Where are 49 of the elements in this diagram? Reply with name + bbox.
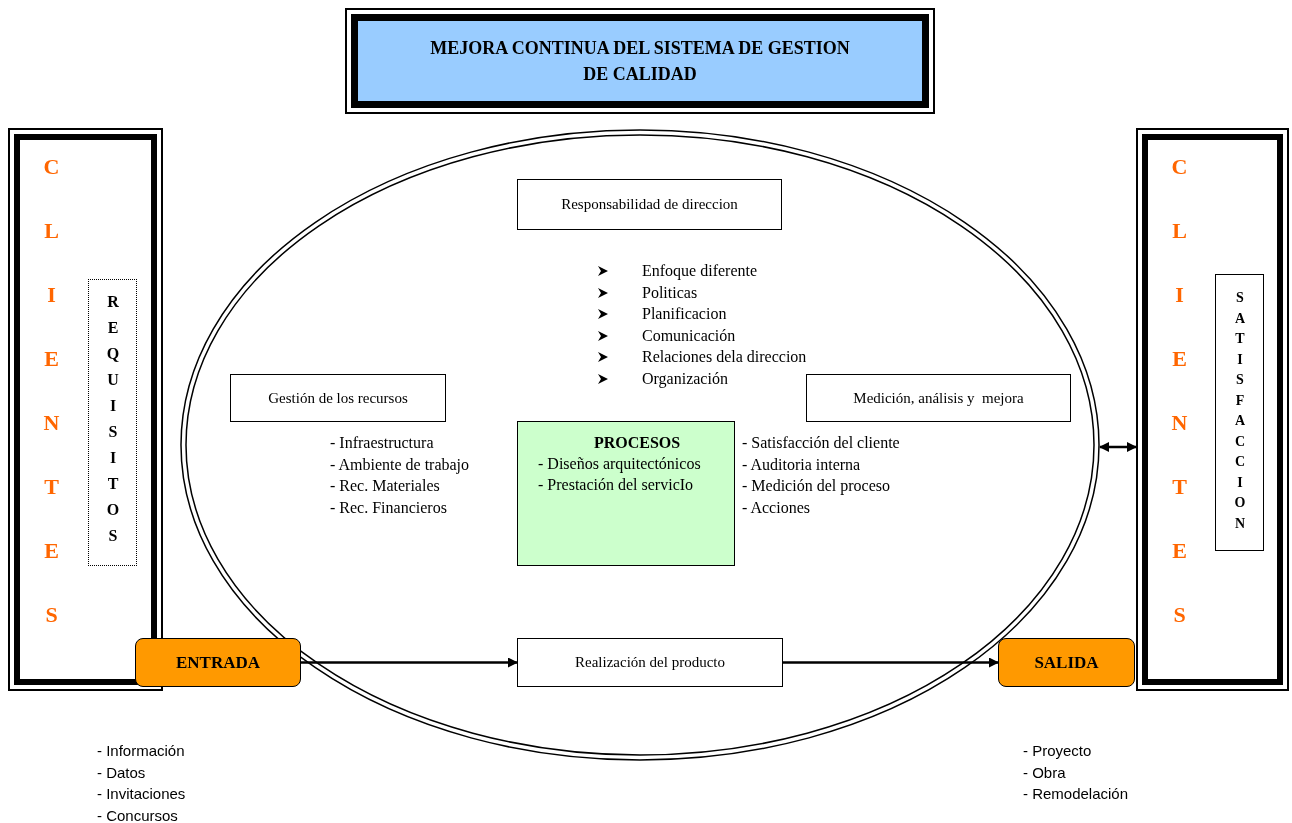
list-item: Planificacion	[642, 305, 727, 323]
process-box	[230, 374, 446, 422]
process-box	[517, 179, 782, 230]
process-box	[517, 638, 783, 687]
node-label: CLIENTES	[40, 153, 62, 666]
list-item: Organización	[642, 369, 728, 388]
list-item: - Rec. Materiales	[330, 477, 440, 495]
list-item: - Remodelación	[1023, 785, 1129, 803]
node-label: CLIENTES	[1168, 153, 1190, 666]
clients-panel	[1136, 128, 1289, 691]
list-item: - Acciones	[742, 498, 810, 517]
list-item: - Ambiente de trabajo	[330, 455, 470, 474]
node-label: REQUISITOS	[104, 292, 121, 553]
list-item: Enfoque diferente	[642, 262, 758, 280]
node-label: Responsabilidad de direccion	[561, 196, 738, 213]
node-label: Realización del producto	[575, 654, 725, 671]
process-box	[517, 421, 735, 566]
list-item: - Infraestructura	[330, 434, 434, 452]
list-item: - Proyecto	[1023, 742, 1092, 760]
input-output-box	[135, 638, 301, 687]
list-item: - Satisfacción del cliente	[742, 434, 900, 452]
satisfaction-box	[1215, 274, 1264, 551]
node-label: ENTRADA	[175, 652, 261, 673]
node-label: SATISFACCION	[1232, 289, 1247, 536]
requirements-box	[88, 279, 137, 566]
list-item: - Rec. Financieros	[330, 498, 447, 517]
list-item: Comunicación	[642, 326, 736, 345]
node-label: MEJORA CONTINUA DEL SISTEMA DE GESTION DE CALIDAD	[430, 37, 850, 86]
body-text: - Prestación del servicIo	[538, 475, 694, 495]
list-item: - Obra	[1023, 763, 1066, 782]
arrow	[1099, 442, 1137, 452]
body-text: - Diseños arquitectónicos	[538, 454, 701, 474]
input-output-box	[998, 638, 1135, 687]
arrow	[783, 657, 999, 668]
arrow	[301, 657, 518, 668]
list-item: - Concursos	[97, 806, 178, 823]
heading-text: PROCESOS	[593, 433, 681, 453]
list-item: - Invitaciones	[97, 785, 186, 803]
title-box	[345, 8, 935, 114]
list-item: - Datos	[97, 763, 146, 782]
process-box	[806, 374, 1071, 422]
clients-panel	[8, 128, 163, 691]
node-label: Gestión de los recursos	[268, 389, 408, 407]
node-label: Medición, análisis y mejora	[853, 389, 1024, 407]
list-item: Relaciones dela direccion	[642, 348, 807, 366]
list-item: Politicas	[642, 283, 698, 302]
node-label: SALIDA	[1034, 652, 1099, 673]
list-item: - Auditoria interna	[742, 455, 861, 474]
list-item: - Información	[97, 742, 185, 760]
